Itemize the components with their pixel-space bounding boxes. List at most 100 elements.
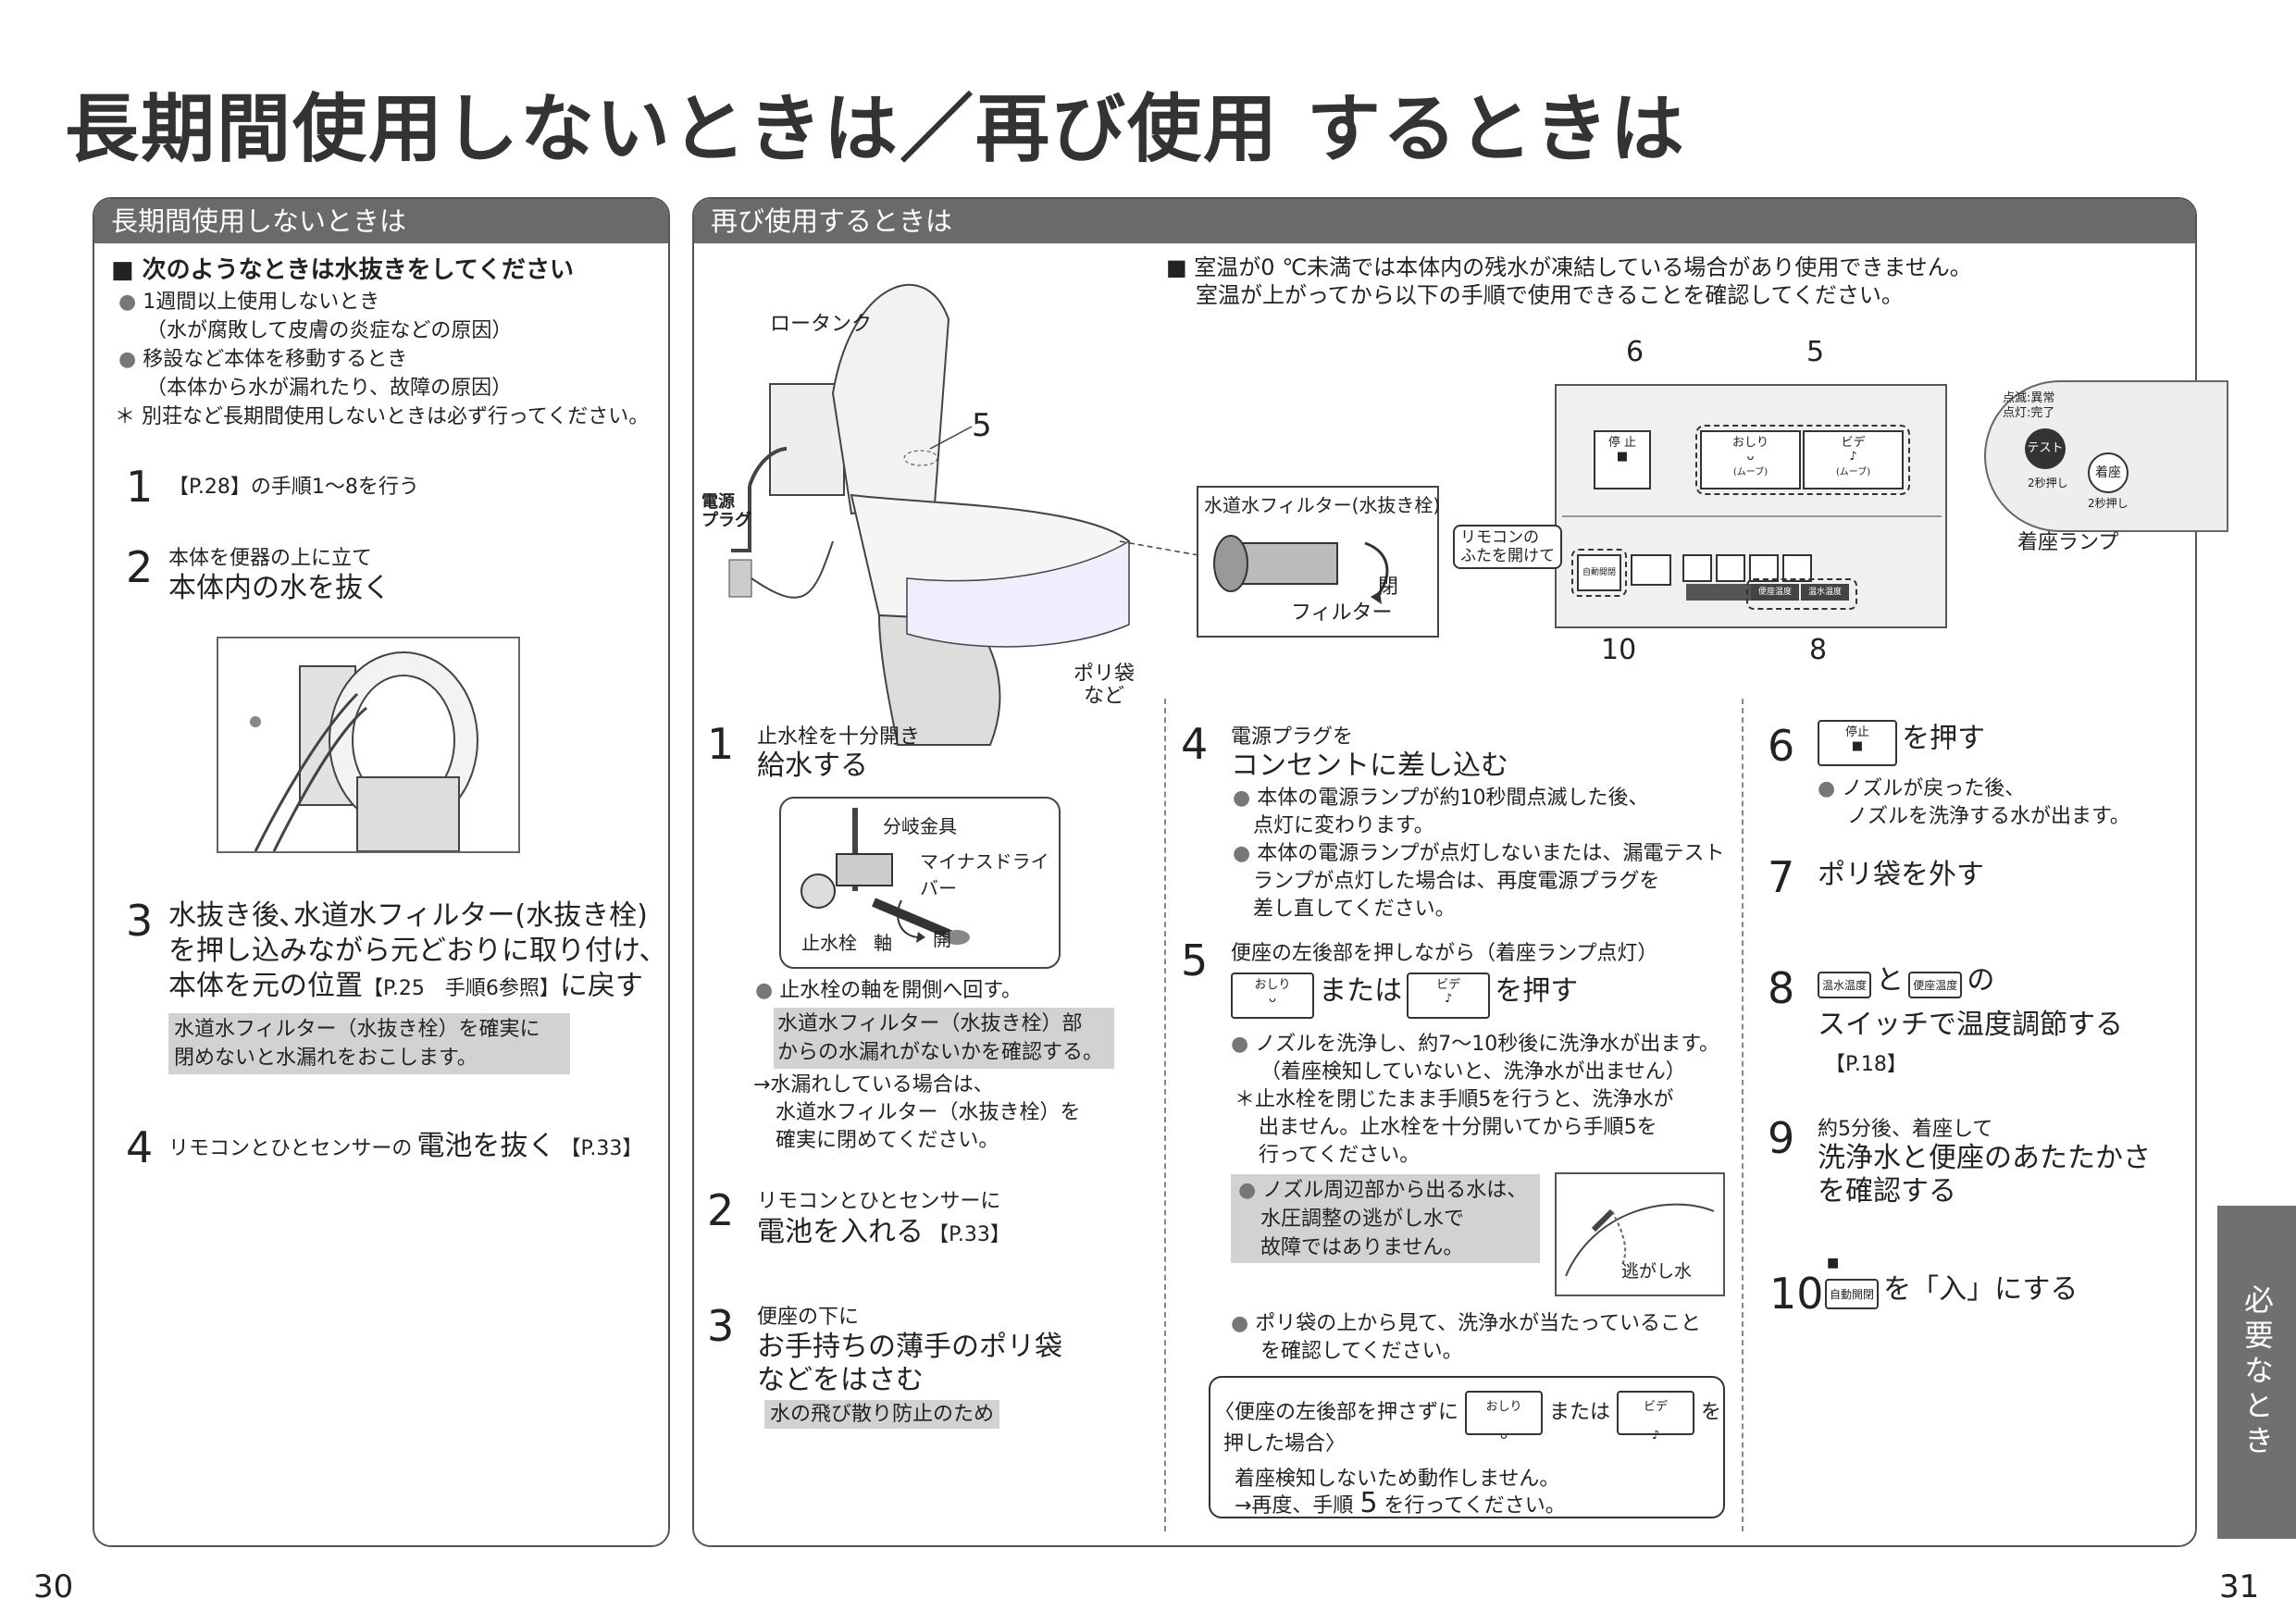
column-divider xyxy=(1164,699,1166,1531)
c6-bullet: ノズルが戻った後、 xyxy=(1818,774,2025,803)
sensor-test-button[interactable]: テスト xyxy=(2025,428,2066,469)
label-open: 開 xyxy=(933,928,951,950)
remote-button[interactable] xyxy=(1782,554,1812,582)
caution-or: または xyxy=(1549,1401,1611,1424)
auto-open-close-button[interactable]: 自動開閉 xyxy=(1825,1279,1880,1309)
bide-button[interactable]: ビデ♪ xyxy=(1617,1391,1695,1443)
drain-item: 1週間以上使用しないとき xyxy=(118,288,379,316)
callout-5: 5 xyxy=(972,407,992,444)
label-bag-line: ポリ袋 xyxy=(1074,663,1136,686)
sensor-seat-button[interactable]: 着座 xyxy=(2088,452,2128,493)
remote-bide-button[interactable]: ビデ♪(ムーブ) xyxy=(1803,430,1904,489)
c1-big: 給水する xyxy=(757,750,868,782)
remote-button[interactable] xyxy=(1631,554,1671,586)
c4-small: 電源プラグを xyxy=(1231,725,1354,749)
c1-leak-line: →水漏れしている場合は、 xyxy=(753,1073,994,1096)
c9-big: 洗浄水と便座のあたたかさ xyxy=(1818,1142,2151,1174)
valve-figure: 分岐金具 マイナスドライバー 止水栓 軸 開 xyxy=(779,797,1061,969)
label-seat-lamp: 着座ランプ xyxy=(2017,531,2119,554)
page-ref: 【P.18】 xyxy=(1825,1053,1907,1076)
bide-label: ビデ xyxy=(1436,978,1461,992)
remote-button[interactable] xyxy=(1749,554,1779,582)
bide-button[interactable]: ビデ♪ xyxy=(1407,973,1491,1019)
c5-note: 出ません。止水栓を十分開いてから手順5を xyxy=(1259,1116,1657,1139)
warning-line: 水道水フィルター（水抜き栓）を確実に xyxy=(174,1018,540,1041)
c10-text: を「入」にする xyxy=(1883,1273,2079,1306)
step-number: 2 xyxy=(126,542,154,592)
label-plug: 電源 プラグ xyxy=(701,493,751,530)
step-number: 1 xyxy=(126,462,154,512)
c5-info-line: ノズル周辺部から出る水は、 xyxy=(1238,1176,1533,1205)
caution-text: 〈便座の左後部を押さずに xyxy=(1214,1401,1459,1424)
c8-no: の xyxy=(1967,964,1995,997)
label-plug-line: プラグ xyxy=(701,511,751,530)
caution-line-3: 着座検知しないため動作しません。 xyxy=(1235,1468,1560,1491)
drain-illustration xyxy=(217,637,520,853)
c2-big: 電池を入れる xyxy=(757,1216,924,1248)
c5-info-line: 故障ではありません。 xyxy=(1260,1236,1464,1259)
drain-illustration-svg xyxy=(250,651,478,852)
sensor-status-line: 点灯:完了 xyxy=(2003,406,2055,420)
stop-icon: ■ xyxy=(1616,450,1629,464)
c3-big: などをはさむ xyxy=(757,1364,924,1396)
right-panel: 再び使用するときは ■ 室温が0 ℃未満では本体内の残水が凍結している場合があり… xyxy=(692,197,2228,1547)
sensor-status-label: 点滅:異常 点灯:完了 xyxy=(2003,391,2054,421)
step-3-line2: を押し込みながら元どおりに取り付け、 xyxy=(168,935,667,967)
drain-item: （本体から水が漏れたり、故障の原因） xyxy=(146,377,513,400)
seat-temp-button[interactable]: 便座温度 xyxy=(1908,972,1963,998)
step-4-small: リモコンとひとセンサーの xyxy=(168,1137,413,1160)
page-ref: 【P.28】 xyxy=(168,476,251,499)
remote-button[interactable] xyxy=(1682,554,1712,582)
remote-stop-button[interactable]: 停 止■ xyxy=(1594,430,1651,489)
water-temp-button[interactable]: 温水温度 xyxy=(1818,972,1872,998)
move-label: (ムーブ) xyxy=(1732,467,1769,477)
oshiri-icon: ᴗ xyxy=(1269,992,1276,1006)
oshiri-icon: ᴗ xyxy=(1500,1429,1508,1443)
sensor-status-line: 点滅:異常 xyxy=(2003,391,2055,405)
remote-button[interactable] xyxy=(1716,554,1745,582)
label-filter: フィルター xyxy=(1291,601,1393,625)
step-number: 4 xyxy=(1181,719,1209,769)
caution-text: を行ってください。 xyxy=(1384,1494,1566,1518)
bag-shape xyxy=(906,539,1130,648)
notice-line-1: ■ 室温が0 ℃未満では本体内の残水が凍結している場合があり使用できません。 xyxy=(1166,254,1972,280)
c1-small: 止水栓を十分開き xyxy=(757,725,921,749)
c5-info-box: ノズル周辺部から出る水は、 水圧調整の逃がし水で 故障ではありません。 xyxy=(1231,1174,1540,1263)
label-bag-line: など xyxy=(1084,685,1125,708)
oshiri-label: おしり xyxy=(1254,978,1291,992)
c1-leak-line: 水道水フィルター（水抜き栓）を xyxy=(776,1101,1081,1124)
c4-big: コンセントに差し込む xyxy=(1231,750,1508,782)
caution-step-num: 5 xyxy=(1359,1487,1378,1519)
step-number: 4 xyxy=(126,1122,154,1172)
callout-line xyxy=(1119,540,1199,556)
step-3-warning: 水道水フィルター（水抜き栓）を確実に 閉めないと水漏れをおこします。 xyxy=(168,1013,570,1074)
remote-water-temp-label: 温水温度 xyxy=(1801,584,1849,601)
c6-bullet-cont: ノズルを洗浄する水が出ます。 xyxy=(1847,805,2130,828)
bide-icon: ♪ xyxy=(1445,992,1453,1006)
remote-seat-temp-label: 便座温度 xyxy=(1751,584,1799,601)
remote-oshiri-label: おしり xyxy=(1731,436,1769,450)
step-1-text: 【P.28】の手順1～8を行う xyxy=(168,473,419,502)
c4-bullet-cont: 点灯に変わります。 xyxy=(1253,814,1434,837)
step-number: 2 xyxy=(707,1185,735,1235)
stop-button[interactable]: 停止■ xyxy=(1818,720,1897,766)
lid-note-line: リモコンの xyxy=(1460,528,1539,547)
c1-check-line: からの水漏れがないかを確認する。 xyxy=(777,1041,1104,1064)
c8-line: 温水温度 と 便座温度 の xyxy=(1818,963,1994,998)
valve-drawing xyxy=(800,808,970,945)
label-escape-water: 逃がし水 xyxy=(1621,1261,1693,1282)
drain-item: 移設など本体を移動するとき xyxy=(118,345,407,374)
filter-title: 水道水フィルター(水抜き栓) xyxy=(1204,494,1441,516)
lid-note: リモコンの ふたを開けて xyxy=(1453,525,1562,569)
column-divider xyxy=(1742,699,1744,1531)
step-number: 3 xyxy=(126,896,154,946)
c5-note: ＊止水栓を閉じたまま手順5を行うと、洗浄水が xyxy=(1235,1088,1674,1111)
remote-auto-button[interactable]: 自動開閉 xyxy=(1577,554,1621,591)
c4-bullet: 本体の電源ランプが点灯しないまたは、漏電テスト xyxy=(1233,839,1724,868)
